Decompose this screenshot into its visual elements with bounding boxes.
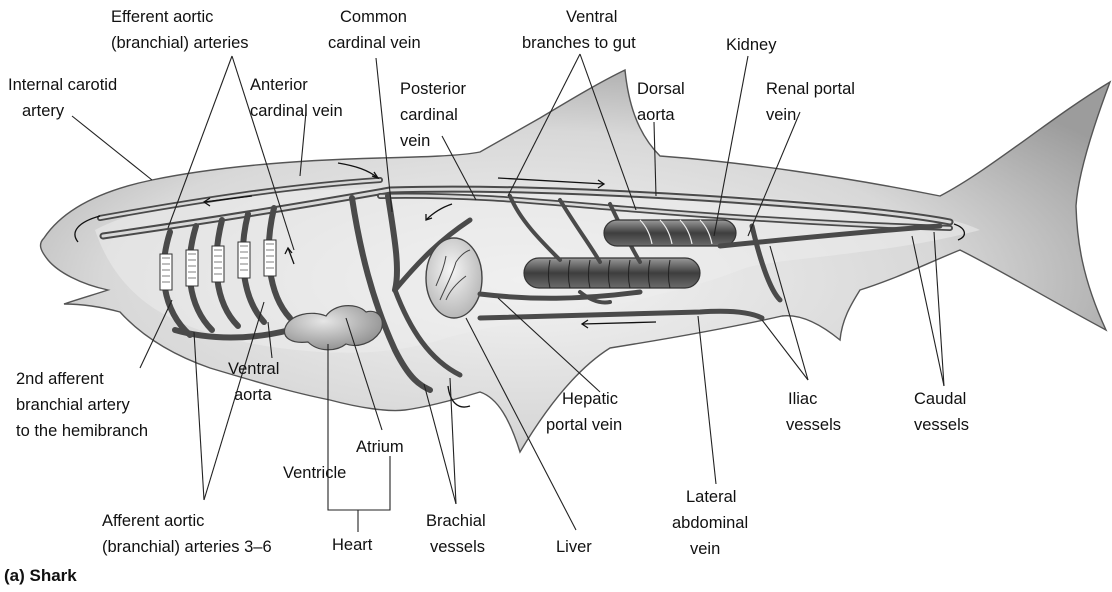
label-second-afferent: 2nd afferent branchial artery to the hem… <box>16 370 148 440</box>
label-ventral-branches: Ventral branches to gut <box>522 8 636 52</box>
label-efferent-aortic: Efferent aortic (branchial) arteries <box>111 8 249 52</box>
label-ventricle: Ventricle <box>283 464 346 482</box>
label-dorsal-aorta: Dorsal aorta <box>637 80 689 124</box>
label-brachial: Brachial vessels <box>426 512 490 556</box>
label-renal-portal: Renal portal vein <box>766 80 860 124</box>
label-caudal: Caudal vessels <box>914 390 971 434</box>
intestine <box>524 258 700 288</box>
label-heart: Heart <box>332 536 373 554</box>
label-iliac: Iliac vessels <box>786 390 841 434</box>
label-internal-carotid: Internal carotid artery <box>8 76 122 120</box>
figure-caption: (a) Shark <box>4 566 77 585</box>
label-posterior-cardinal: Posterior cardinal vein <box>400 80 471 150</box>
liver-shape <box>426 238 482 318</box>
label-anterior-cardinal: Anterior cardinal vein <box>250 76 343 120</box>
label-atrium: Atrium <box>356 438 404 456</box>
label-afferent-aortic: Afferent aortic (branchial) arteries 3–6 <box>102 512 272 556</box>
label-common-cardinal: Common cardinal vein <box>328 8 421 52</box>
label-lateral-abdominal: Lateral abdominal vein <box>672 488 753 558</box>
label-liver: Liver <box>556 538 592 556</box>
label-kidney: Kidney <box>726 36 777 54</box>
